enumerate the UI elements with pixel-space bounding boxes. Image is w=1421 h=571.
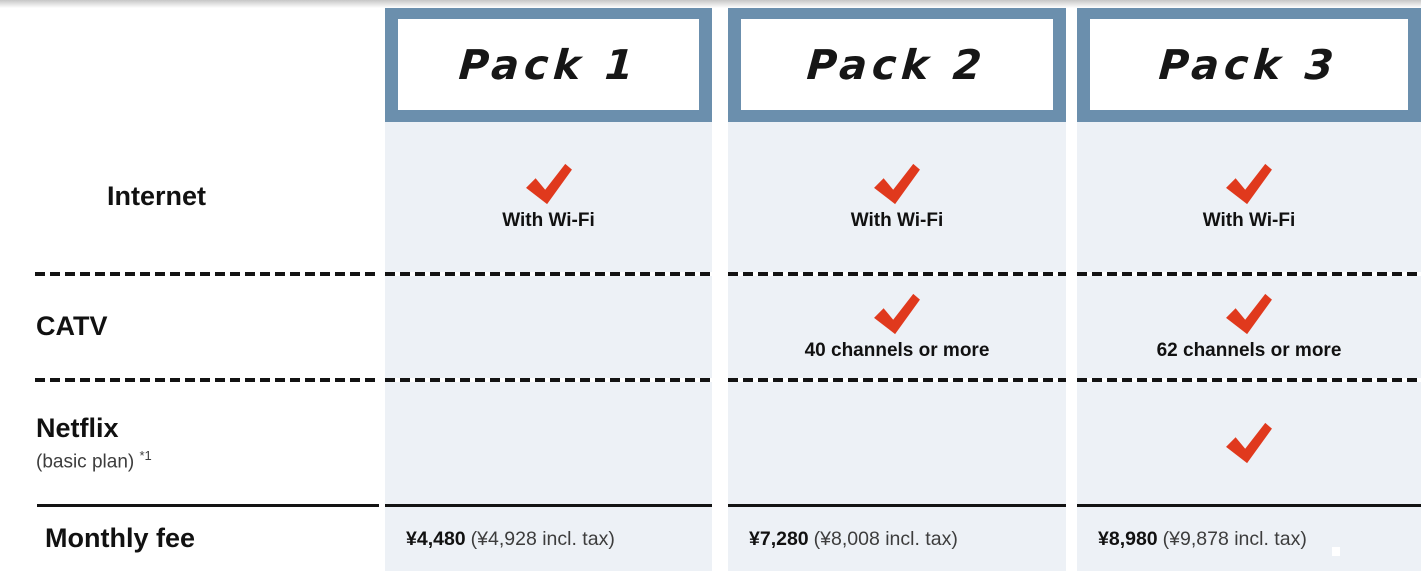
separator-segment xyxy=(37,504,379,507)
netflix-footnote-marker: *1 xyxy=(139,447,152,463)
internet-row: Internet With Wi-Fi With Wi-Fi With Wi-F… xyxy=(0,122,1421,272)
separator-segment xyxy=(728,378,1066,382)
pack2-internet-note: With Wi-Fi xyxy=(850,210,944,231)
column-gap xyxy=(1066,276,1077,378)
separator-segment xyxy=(385,504,712,507)
pack2-internet-cell: With Wi-Fi xyxy=(728,122,1066,272)
pack3-header-box: Pack 3 xyxy=(1090,19,1408,110)
catv-row: CATV 40 channels or more 62 channels or … xyxy=(0,276,1421,378)
column-gap xyxy=(712,382,728,504)
pack2-header-frame: Pack 2 xyxy=(728,8,1066,122)
netflix-plan-text: (basic plan) xyxy=(36,451,135,473)
column-gap xyxy=(712,507,728,571)
separator-segment xyxy=(728,504,1066,507)
column-gap xyxy=(712,378,728,382)
separator-segment xyxy=(385,378,712,382)
pack1-internet-note: With Wi-Fi xyxy=(502,210,595,231)
column-gap xyxy=(712,122,728,272)
catv-label: CATV xyxy=(36,311,108,342)
monthly-fee-row-label: Monthly fee xyxy=(0,507,385,571)
pack3-catv-note: 62 channels or more xyxy=(1156,340,1342,361)
separator-segment xyxy=(35,378,378,382)
netflix-row-label: Netflix (basic plan) *1 xyxy=(0,382,385,504)
column-gap xyxy=(1066,272,1077,276)
check-icon xyxy=(1226,422,1272,464)
pack1-netflix-cell xyxy=(385,382,712,504)
internet-label: Internet xyxy=(107,181,207,212)
separator-segment xyxy=(1077,378,1421,382)
pack1-catv-cell xyxy=(385,276,712,378)
separator-segment xyxy=(1077,272,1421,276)
check-icon xyxy=(874,293,920,335)
netflix-label: Netflix xyxy=(36,412,119,443)
separator-segment xyxy=(1077,504,1421,507)
column-gap xyxy=(1066,378,1077,382)
pack1-header-frame: Pack 1 xyxy=(385,8,712,122)
column-gap xyxy=(712,276,728,378)
pack2-title: Pack 2 xyxy=(805,40,989,89)
pack2-catv-cell: 40 channels or more xyxy=(728,276,1066,378)
pack2-fee-price: ¥7,280 xyxy=(749,527,809,550)
pack1-header-box: Pack 1 xyxy=(398,19,699,110)
pack3-header-frame: Pack 3 xyxy=(1077,8,1421,122)
pack1-internet-cell: With Wi-Fi xyxy=(385,122,712,272)
dashed-separator xyxy=(0,378,1421,382)
pack3-catv-cell: 62 channels or more xyxy=(1077,276,1421,378)
check-icon xyxy=(525,163,572,205)
pack1-header: Pack 1 xyxy=(385,0,712,122)
header-spacer xyxy=(0,0,385,122)
check-icon xyxy=(1226,293,1272,335)
pack3-fee-price: ¥8,980 xyxy=(1098,527,1158,550)
monthly-fee-row: Monthly fee ¥4,480 (¥4,928 incl. tax) ¥7… xyxy=(0,507,1421,571)
column-gap xyxy=(1066,382,1077,504)
pack2-fee-tax: (¥8,008 incl. tax) xyxy=(813,527,958,550)
column-gap xyxy=(712,504,728,507)
pack2-netflix-cell xyxy=(728,382,1066,504)
solid-separator xyxy=(0,504,1421,507)
pack3-internet-cell: With Wi-Fi xyxy=(1077,122,1421,272)
separator-segment xyxy=(35,272,378,276)
pack3-title: Pack 3 xyxy=(1157,40,1341,89)
separator-segment xyxy=(385,272,712,276)
pack2-fee-cell: ¥7,280 (¥8,008 incl. tax) xyxy=(728,507,1066,571)
pack1-fee-tax: (¥4,928 incl. tax) xyxy=(470,527,615,550)
column-gap xyxy=(1066,504,1077,507)
pack3-header: Pack 3 xyxy=(1077,0,1421,122)
pack1-fee-price: ¥4,480 xyxy=(406,527,466,550)
separator-segment xyxy=(728,272,1066,276)
pack3-fee-tax: (¥9,878 incl. tax) xyxy=(1162,527,1307,550)
dashed-separator xyxy=(0,272,1421,276)
column-gap xyxy=(1066,122,1077,272)
pack3-internet-note: With Wi-Fi xyxy=(1202,210,1296,231)
column-gap xyxy=(1066,507,1077,571)
header-row: Pack 1 Pack 2 Pack 3 xyxy=(0,0,1421,122)
internet-row-label: Internet xyxy=(0,122,385,272)
column-gap xyxy=(712,0,728,122)
check-icon xyxy=(874,163,920,205)
netflix-row: Netflix (basic plan) *1 xyxy=(0,382,1421,504)
pack2-catv-note: 40 channels or more xyxy=(804,340,990,361)
column-gap xyxy=(712,272,728,276)
pack2-header: Pack 2 xyxy=(728,0,1066,122)
pack3-fee-cell: ¥8,980 (¥9,878 incl. tax) xyxy=(1077,507,1421,571)
check-icon xyxy=(1226,163,1272,205)
pack2-header-box: Pack 2 xyxy=(741,19,1053,110)
netflix-sublabel: (basic plan) *1 xyxy=(36,448,385,473)
column-gap xyxy=(1066,0,1077,122)
top-edge-gradient xyxy=(0,0,1421,8)
pack3-netflix-cell xyxy=(1077,382,1421,504)
monthly-fee-label: Monthly fee xyxy=(45,523,196,554)
pack1-title: Pack 1 xyxy=(457,40,640,89)
catv-row-label: CATV xyxy=(0,276,385,378)
pack1-fee-cell: ¥4,480 (¥4,928 incl. tax) xyxy=(385,507,712,571)
white-artifact-dot xyxy=(1332,547,1340,556)
